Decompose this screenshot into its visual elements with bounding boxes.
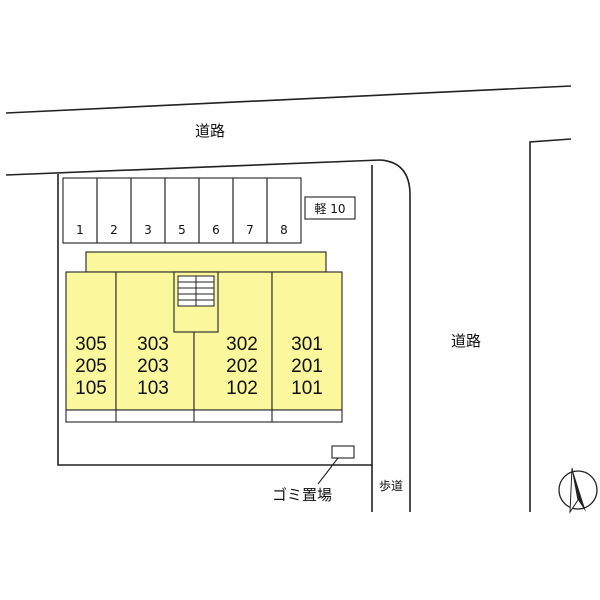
unit-number: 305: [75, 334, 107, 355]
unit-number: 201: [291, 356, 323, 377]
parking-number: 5: [178, 223, 186, 237]
road-top-label: 道路: [195, 122, 225, 140]
parking-number: 2: [110, 223, 118, 237]
building: 305 205 105 303 203 103 302 202 102 301 …: [65, 251, 343, 423]
unit-number: 303: [137, 334, 169, 355]
unit-column-302: [193, 271, 273, 411]
unit-number: 302: [226, 334, 258, 355]
garbage-leader: [317, 457, 339, 485]
sidewalk-label: 歩道: [379, 478, 403, 493]
stairs: [177, 275, 215, 307]
unit-column-305: [65, 271, 117, 411]
unit-number: 103: [137, 378, 169, 399]
unit-column-301: [271, 271, 343, 411]
north-arrow-icon: [558, 467, 598, 514]
kei-parking-label: 軽 10: [314, 202, 345, 216]
kei-parking-box: [304, 196, 356, 220]
unit-number: 203: [137, 356, 169, 377]
unit-number: 301: [291, 334, 323, 355]
parking-number: 3: [144, 223, 152, 237]
unit-number: 205: [75, 356, 107, 377]
balcony-strip: [65, 409, 343, 423]
unit-number: 202: [226, 356, 258, 377]
unit-number: 101: [291, 378, 323, 399]
corridor: [85, 251, 327, 273]
garbage-box: [331, 445, 355, 459]
garbage-label: ゴミ置場: [272, 486, 332, 504]
parking-number: 7: [246, 223, 254, 237]
parking-number: 6: [212, 223, 220, 237]
right-road-edge: [529, 138, 572, 512]
parking-number: 1: [76, 223, 84, 237]
parking-area: 1 2 3 5 6 7 8: [62, 177, 302, 244]
unit-number: 102: [226, 378, 258, 399]
parking-stall: [266, 177, 302, 244]
road-right-label: 道路: [451, 332, 481, 350]
lot-boundary: [5, 159, 411, 512]
unit-number: 105: [75, 378, 107, 399]
top-road-edge: [5, 85, 572, 114]
site-outline: [57, 165, 373, 466]
parking-number: 8: [280, 223, 288, 237]
